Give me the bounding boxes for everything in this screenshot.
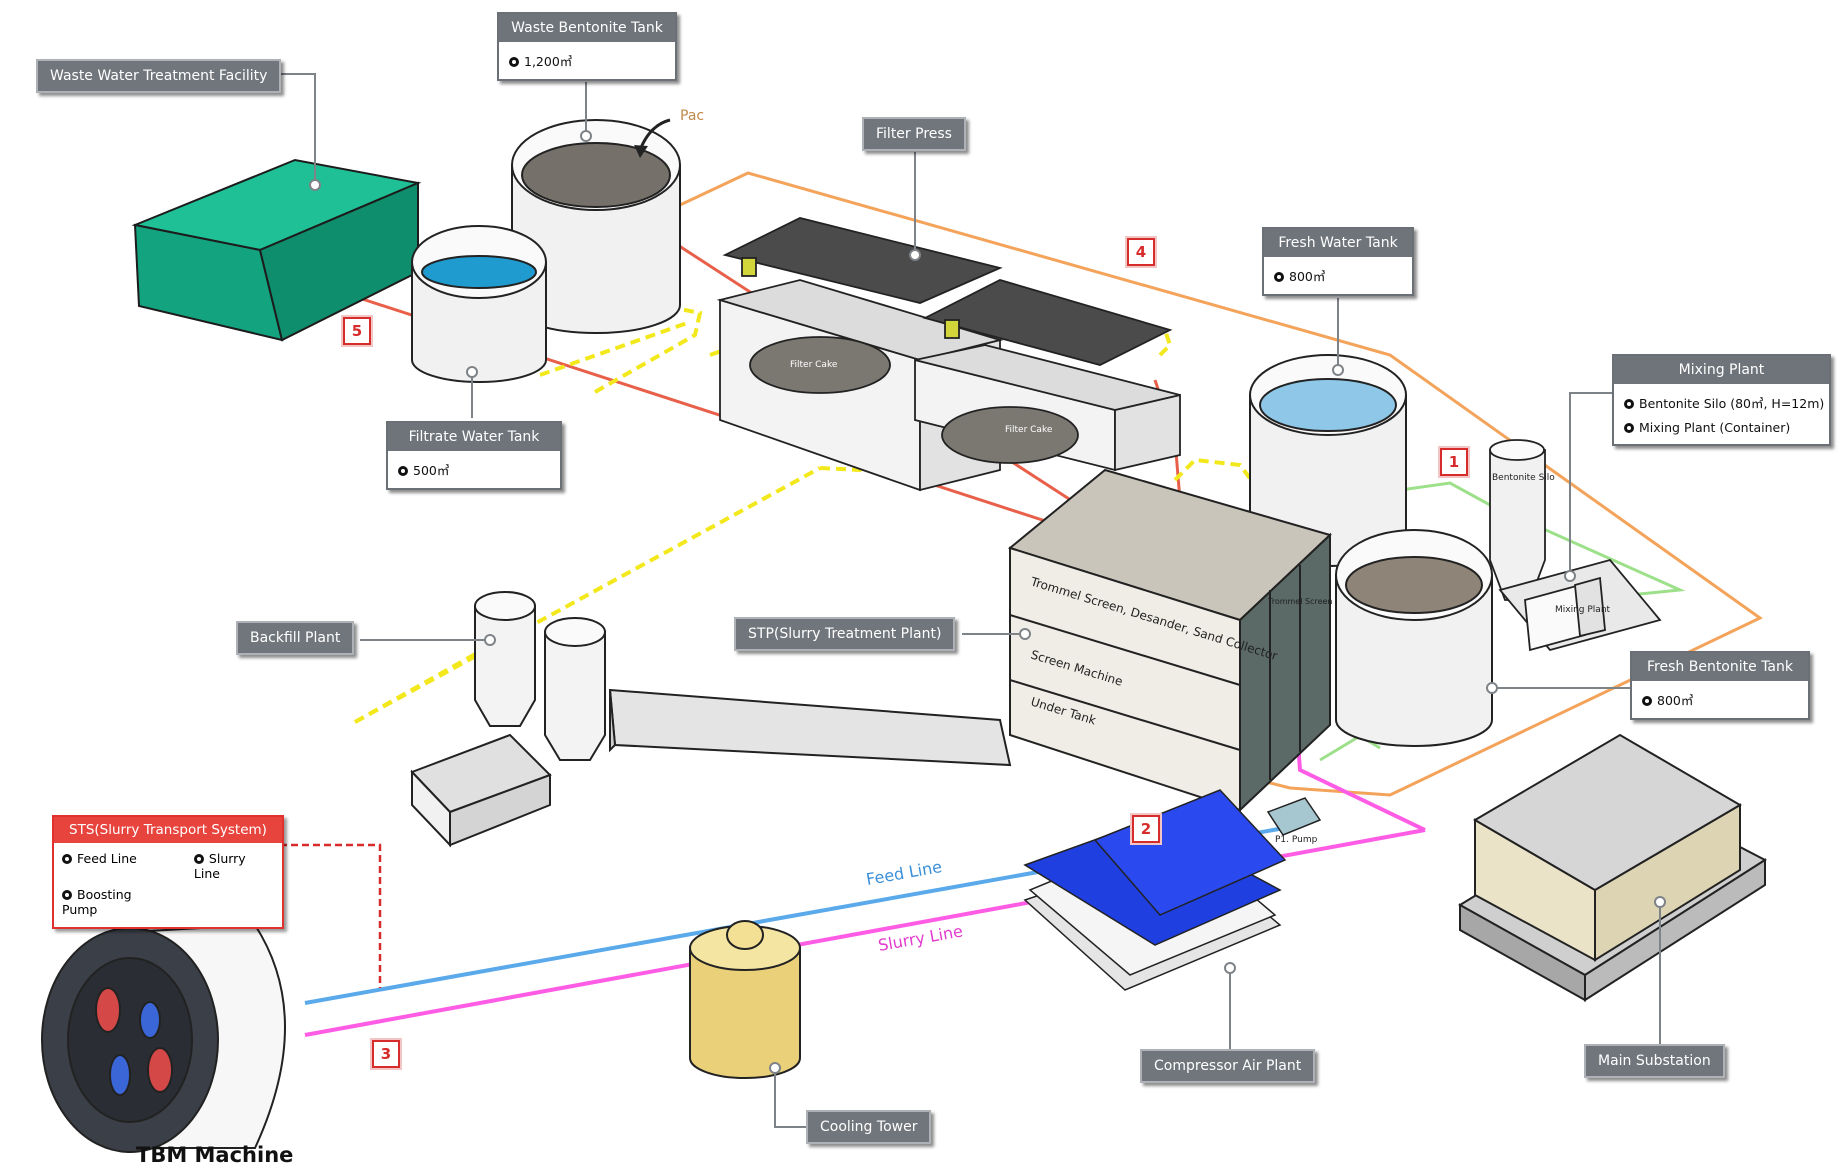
sts-feed-line: Feed Line — [77, 851, 137, 866]
tbm-machine-shape — [41, 923, 286, 1153]
pac-label: Pac — [680, 108, 705, 124]
fresh-water-tank-spec: 800㎥ — [1289, 269, 1326, 284]
orange-boundary-line — [679, 171, 1763, 797]
leader-dots — [309, 130, 1666, 1074]
filtrate-water-tank-callout: Filtrate Water Tank 500㎥ — [386, 421, 562, 490]
fresh-bentonite-tank-title: Fresh Bentonite Tank — [1632, 653, 1808, 681]
marker-2: 2 — [1132, 815, 1160, 843]
fresh-water-tank-title: Fresh Water Tank — [1264, 229, 1412, 257]
stp-shape — [1007, 468, 1332, 813]
waste-bentonite-tank-spec: 1,200㎥ — [524, 54, 573, 69]
p1-pump-shape — [1266, 797, 1322, 836]
mixing-plant-callout: Mixing Plant Bentonite Silo (80㎥, H=12m)… — [1612, 354, 1831, 446]
mixing-plant-title: Mixing Plant — [1614, 356, 1829, 384]
filter-cake-label-1: Filter Cake — [790, 360, 838, 370]
compressor-air-plant-callout: Compressor Air Plant — [1140, 1049, 1316, 1083]
waste-bentonite-tank-shape — [511, 119, 681, 334]
bentonite-silo-label: Bentonite Silo — [1492, 473, 1555, 483]
sts-slurry-line: Slurry Line — [193, 851, 246, 881]
marker-1: 1 — [1440, 448, 1468, 476]
tbm-machine-label: TBM Machine — [136, 1143, 294, 1167]
filtrate-water-tank-shape — [411, 225, 547, 383]
sts-title: STS(Slurry Transport System) — [54, 817, 282, 843]
marker-5: 5 — [343, 317, 371, 345]
sts-callout: STS(Slurry Transport System) Feed Line S… — [52, 815, 284, 929]
filtrate-water-tank-spec: 500㎥ — [413, 463, 450, 478]
marker-4: 4 — [1127, 238, 1155, 266]
waste-bentonite-tank-title: Waste Bentonite Tank — [499, 14, 675, 42]
pac-arrowhead — [634, 145, 648, 158]
bullet-icon — [398, 466, 408, 476]
sts-boosting-pump: Boosting Pump — [62, 887, 132, 917]
stp-callout: STP(Slurry Treatment Plant) — [734, 617, 956, 651]
bullet-icon — [1624, 423, 1634, 433]
fresh-bentonite-tank-spec: 800㎥ — [1657, 693, 1694, 708]
compressor-air-plant-shape — [1023, 789, 1287, 991]
trommel-screen-small-label: Trommel Screen — [1267, 597, 1333, 606]
backfill-plant-shape — [410, 591, 1012, 848]
fresh-water-tank-callout: Fresh Water Tank 800㎥ — [1262, 227, 1414, 296]
bullet-icon — [62, 890, 72, 900]
backfill-plant-callout: Backfill Plant — [236, 621, 355, 655]
bullet-icon — [193, 854, 204, 864]
mixing-plant-box-label: Mixing Plant — [1555, 605, 1611, 615]
filtrate-water-tank-title: Filtrate Water Tank — [388, 423, 560, 451]
sts-connector — [280, 843, 382, 988]
main-substation-callout: Main Substation — [1584, 1044, 1725, 1078]
bullet-icon — [1274, 272, 1284, 282]
bullet-icon — [62, 854, 72, 864]
bullet-icon — [1642, 696, 1652, 706]
cooling-tower-shape — [689, 920, 801, 1079]
filter-cake-label-2: Filter Cake — [1005, 425, 1053, 435]
mixing-plant-spec-1: Bentonite Silo (80㎥, H=12m) — [1639, 396, 1825, 411]
mixing-plant-spec-2: Mixing Plant (Container) — [1639, 420, 1791, 435]
filter-press-shape — [716, 217, 1181, 492]
marker-3: 3 — [372, 1040, 400, 1068]
fresh-bentonite-tank-callout: Fresh Bentonite Tank 800㎥ — [1630, 651, 1810, 720]
bullet-icon — [509, 57, 519, 67]
leader-lines — [272, 73, 1661, 1128]
mixing-plant-shape — [1489, 439, 1662, 652]
filter-press-callout: Filter Press — [862, 117, 966, 151]
p1-pump-label: P1. Pump — [1275, 835, 1318, 845]
bullet-icon — [1624, 399, 1634, 409]
main-substation-shape — [1458, 733, 1767, 1002]
fresh-bentonite-tank-shape — [1335, 529, 1493, 747]
waste-water-treatment-facility-shape — [131, 158, 422, 342]
waste-water-treatment-facility-callout: Waste Water Treatment Facility — [36, 59, 282, 93]
cooling-tower-callout: Cooling Tower — [806, 1110, 932, 1144]
waste-bentonite-tank-callout: Waste Bentonite Tank 1,200㎥ — [497, 12, 677, 81]
